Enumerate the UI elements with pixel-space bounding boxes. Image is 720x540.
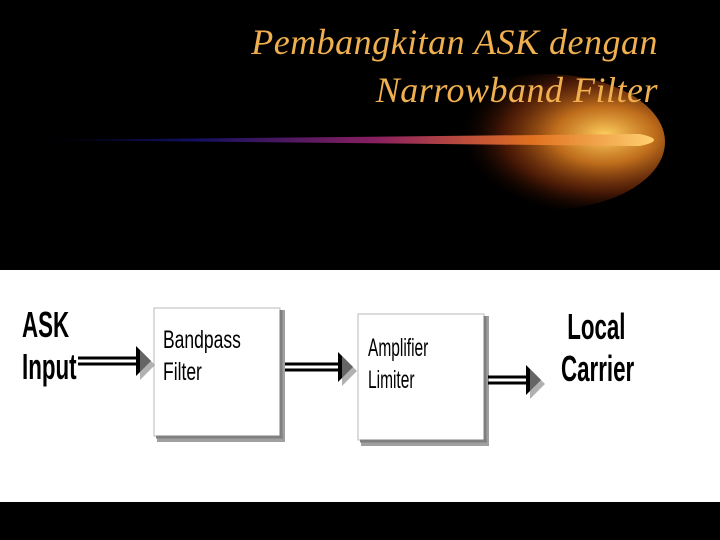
bandpass-filter-label: Bandpass Filter — [163, 324, 241, 388]
local-carrier-label-line-1: Local — [561, 306, 634, 348]
slide-title-line-2: Narrowband Filter — [251, 66, 658, 114]
arrow-amplifier-to-carrier — [488, 365, 545, 399]
arrow-bandpass-to-amplifier — [285, 352, 357, 386]
arrow-input-to-bandpass — [78, 346, 155, 380]
ask-input-label-line-1: ASK — [22, 304, 77, 346]
slide-title: Pembangkitan ASK dengan Narrowband Filte… — [251, 18, 658, 114]
local-carrier-label: Local Carrier — [561, 306, 634, 390]
ask-input-label: ASK Input — [22, 304, 77, 388]
diagram-panel: ASK Input Bandpass Filter Amplifier Limi… — [0, 270, 720, 502]
amplifier-limiter-label-line-2: Limiter — [368, 364, 428, 396]
bandpass-filter-label-line-1: Bandpass — [163, 324, 241, 356]
local-carrier-label-line-2: Carrier — [561, 348, 634, 390]
rule-bar — [40, 134, 654, 146]
slide-title-line-1: Pembangkitan ASK dengan — [251, 18, 658, 66]
ask-input-label-line-2: Input — [22, 346, 77, 388]
amplifier-limiter-label: Amplifier Limiter — [368, 332, 428, 396]
amplifier-limiter-label-line-1: Amplifier — [368, 332, 428, 364]
bandpass-filter-label-line-2: Filter — [163, 356, 241, 388]
